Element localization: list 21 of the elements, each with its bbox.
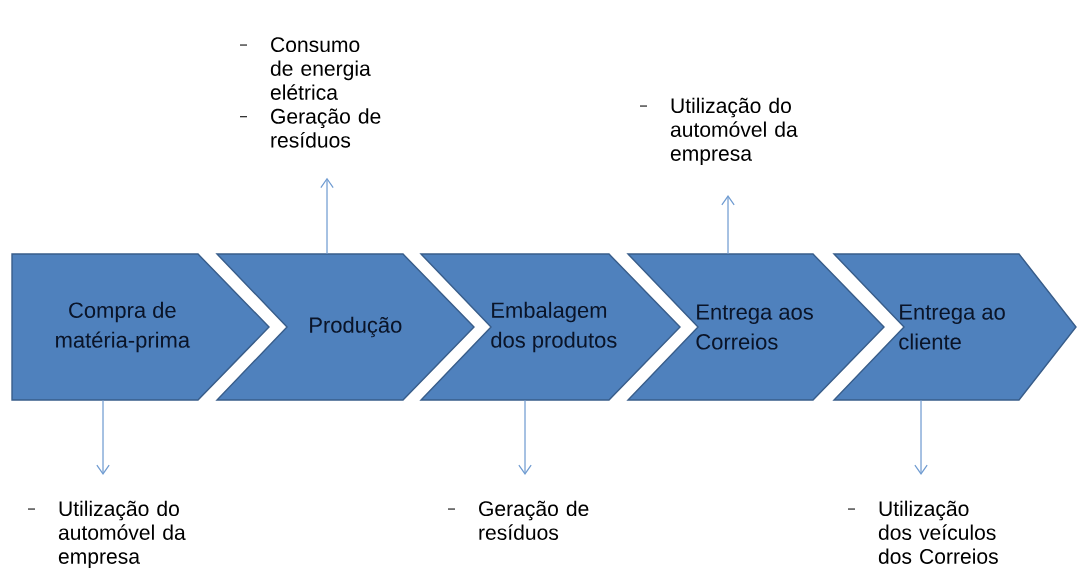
arrow (518, 399, 532, 475)
list-item: Geração de resíduos (479, 500, 589, 540)
process-step (11, 253, 270, 401)
step-label: Produção (310, 316, 402, 338)
arrow (96, 399, 110, 475)
arrow (320, 177, 334, 255)
step-label: Entrega ao cliente (899, 304, 1005, 350)
arrow (914, 399, 928, 475)
list-item: Utilização dos veículos dos Correios (878, 500, 998, 564)
list-item: Consumo de energia elétrica (270, 37, 371, 100)
process-step (832, 253, 1077, 401)
step-label: Entrega aos Correios (696, 304, 813, 350)
process-step (419, 253, 681, 401)
step-label: Compra de matéria-prima (56, 301, 191, 353)
list-item: Utilização do automóvel da empresa (58, 500, 186, 569)
list-item: Utilização do automóvel da empresa (670, 97, 798, 166)
step-label: Embalagem dos produtos (491, 301, 617, 353)
list-item: Geração de resíduos (271, 108, 381, 148)
arrow (721, 195, 735, 255)
process-step (626, 253, 885, 401)
process-step (215, 253, 475, 401)
